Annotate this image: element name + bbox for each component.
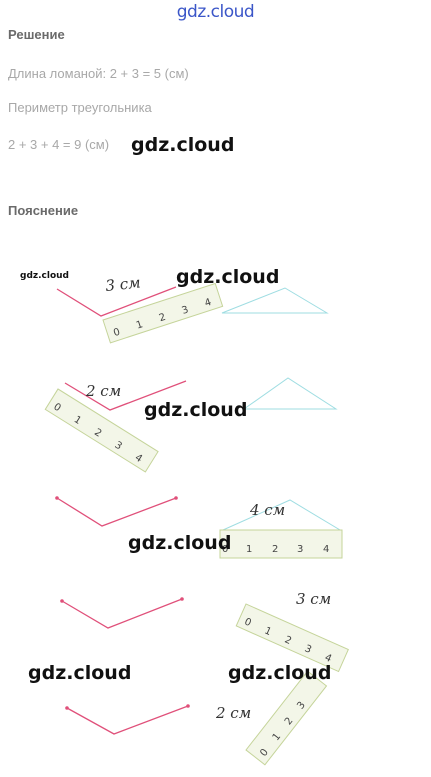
explanation-heading: Пояснение [8,203,79,218]
step1-measure: 3 см [105,273,142,295]
svg-text:2: 2 [272,544,278,555]
svg-text:3: 3 [303,643,313,656]
svg-text:1: 1 [271,731,284,743]
step3-ruler: 0 1 2 3 4 [219,529,343,559]
step2-broken-line [64,380,187,411]
svg-text:3: 3 [297,544,303,555]
step2-figure: 0 1 2 3 4 2 см [44,377,338,473]
watermark: gdz.cloud [176,266,280,288]
step5-ruler: 0 1 2 3 [245,670,328,766]
step3-measure: 4 см [249,501,285,519]
site-title[interactable]: gdz.cloud [176,2,255,22]
solution-line-polyline-length: Длина ломаной: 2 + 3 = 5 (см) [8,66,189,81]
solution-heading: Решение [8,27,65,42]
watermark: gdz.cloud [131,134,235,156]
svg-text:1: 1 [135,319,144,331]
step2-triangle [242,377,338,410]
watermark: gdz.cloud [128,532,232,554]
solution-line-perimeter-value: 2 + 3 + 4 = 9 (см) [8,137,110,152]
watermark: gdz.cloud [228,662,332,684]
svg-text:0: 0 [51,402,62,415]
svg-text:2: 2 [92,427,103,440]
step2-measure: 2 см [85,382,121,400]
svg-text:1: 1 [246,544,252,555]
svg-text:0: 0 [112,327,121,339]
svg-text:4: 4 [323,652,333,665]
svg-text:0: 0 [222,544,228,555]
step3-figure: 0 1 2 3 4 4 см [55,496,343,559]
watermark: gdz.cloud [144,399,248,421]
svg-text:3: 3 [181,304,190,316]
step4-measure: 3 см [296,590,331,608]
step4-figure: 0 1 2 3 4 3 см [60,590,349,673]
svg-text:2: 2 [158,312,167,324]
watermark-small: gdz.cloud [20,271,69,281]
step4-ruler: 0 1 2 3 4 [235,603,349,673]
step3-broken-line [56,497,177,527]
svg-text:1: 1 [263,625,273,638]
svg-text:3: 3 [112,440,123,453]
watermark: gdz.cloud [28,662,132,684]
step1-broken-line [56,286,177,317]
svg-text:2: 2 [283,716,296,728]
svg-text:2: 2 [283,634,293,647]
step5-measure: 2 см [215,704,251,722]
step1-triangle [221,287,329,314]
svg-text:0: 0 [258,747,271,759]
step1-ruler: 0 1 2 3 4 [102,282,224,344]
step5-broken-line [66,705,189,735]
step5-figure: 0 1 2 3 2 см [65,670,328,766]
svg-text:3: 3 [295,700,308,712]
step4-broken-line [61,598,183,629]
svg-text:4: 4 [133,452,144,465]
step2-ruler: 0 1 2 3 4 [44,388,159,473]
svg-text:4: 4 [203,297,212,309]
svg-text:0: 0 [243,616,253,629]
svg-text:1: 1 [72,414,83,427]
solution-line-perimeter-label: Периметр треугольника [8,100,152,115]
svg-text:4: 4 [323,544,329,555]
step1-figure: 0 1 2 3 4 3 см [56,273,329,344]
